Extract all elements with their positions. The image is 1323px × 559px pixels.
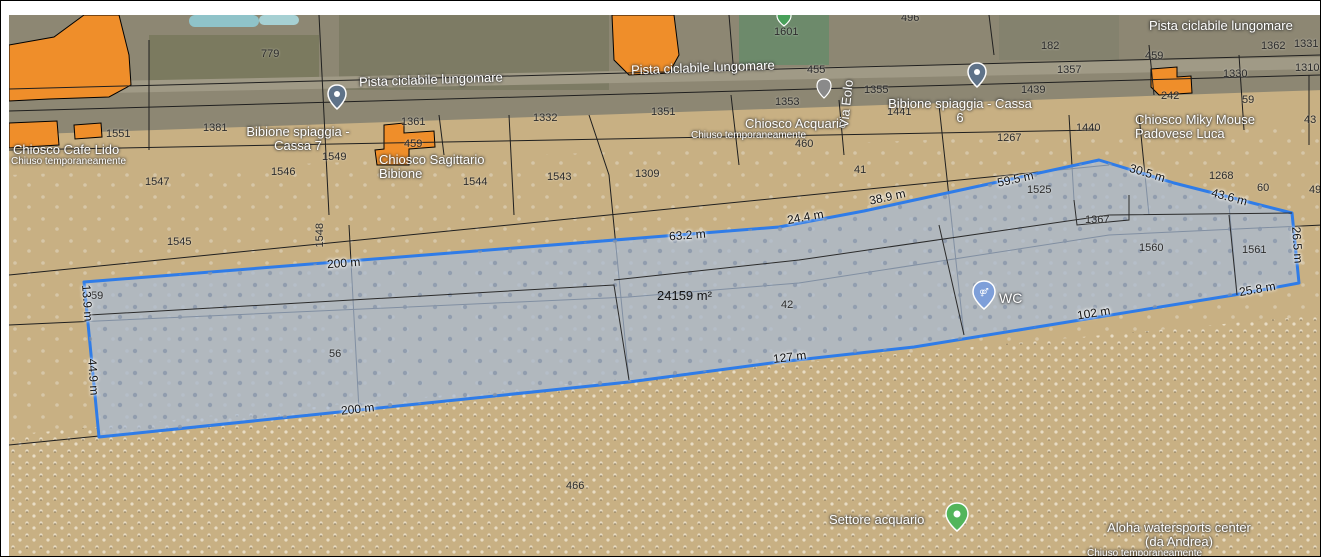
- parcel-number: 1551: [106, 128, 131, 140]
- parcel-number: 41: [854, 164, 867, 176]
- parcel-number: 56: [329, 348, 342, 360]
- poi-status-cafe-lido: Chiuso temporaneamente: [11, 156, 127, 167]
- segment-length-label: 44.9 m: [85, 358, 102, 396]
- parcel-number: 1441: [887, 106, 912, 118]
- parcel-number: 1561: [1242, 244, 1267, 256]
- parcel-number: 182: [1041, 40, 1060, 52]
- wc-pin-icon[interactable]: ⚤: [972, 280, 996, 310]
- parcel-number: 1545: [167, 236, 192, 248]
- poi-status-aloha: Chiuso temporaneamente: [1087, 548, 1203, 557]
- parcel-number: 459: [1145, 50, 1164, 62]
- satellite-map[interactable]: ⚤ 496 1601 779 182 1362 1331 1310 1357 4…: [9, 15, 1321, 557]
- parcel-number: 1362: [1261, 40, 1286, 52]
- polygon-umbrellas: [84, 160, 1299, 437]
- parcel-number: 43: [1304, 114, 1317, 126]
- parcel-number: 779: [261, 48, 280, 60]
- parcel-number: 60: [1257, 182, 1270, 194]
- parcel-number: 455: [807, 64, 826, 76]
- beach-umbrellas: [9, 315, 1320, 556]
- map-pin-icon[interactable]: [967, 62, 987, 89]
- parcel-number: 1525: [1027, 184, 1052, 196]
- parcel-number: 1357: [1057, 64, 1082, 76]
- parcel-number: 459: [404, 138, 423, 150]
- polygon-parcel-lines: [88, 195, 1293, 381]
- building: [1150, 66, 1193, 96]
- building: [9, 15, 132, 102]
- poi-label-acquario[interactable]: Chiosco Acquario: [745, 116, 847, 131]
- poi-status-acquario: Chiuso temporaneamente: [691, 130, 807, 141]
- map-pin-icon[interactable]: [327, 84, 347, 111]
- parcel-number: 42: [781, 299, 794, 311]
- poi-label-wc[interactable]: WC: [999, 290, 1023, 306]
- map-pin-icon[interactable]: [776, 15, 792, 27]
- map-pin-icon[interactable]: [945, 502, 969, 532]
- parcel-number: 59: [1242, 94, 1255, 106]
- segment-length-label: 200 m: [326, 254, 361, 272]
- parcel-number: 1544: [463, 176, 488, 188]
- pool: [259, 15, 299, 25]
- parcel-number: 1331: [1294, 38, 1319, 50]
- parcel-number: 1548: [314, 223, 326, 248]
- segment-length-label: 13.9 m: [79, 284, 96, 322]
- building: [374, 122, 436, 166]
- pool: [189, 15, 259, 27]
- measured-area-label: 24159 m²: [657, 288, 712, 303]
- parcel-number: 1353: [775, 96, 800, 108]
- building: [9, 120, 60, 149]
- poi-label-aloha[interactable]: Aloha watersports center (da Andrea): [1107, 520, 1251, 549]
- poi-label-bibione-spiaggia[interactable]: Bibione spiaggia - Cassa 7: [246, 124, 350, 153]
- parcel-number: 1439: [1021, 84, 1046, 96]
- svg-text:⚤: ⚤: [979, 287, 989, 297]
- parcel-number: 1330: [1223, 68, 1248, 80]
- poi-label-cafe-lido[interactable]: Chiosco Cafe Lido: [13, 142, 120, 157]
- parcel-number: 1355: [864, 84, 889, 96]
- parcel-number: 1560: [1139, 242, 1164, 254]
- parcel-number: 1351: [651, 106, 676, 118]
- segment-length-label: 63.2 m: [668, 226, 707, 244]
- parcel-number: 59: [91, 290, 104, 302]
- building: [73, 122, 103, 140]
- segment-length-label: 26.5 m: [1289, 226, 1306, 264]
- parcel-number: 1268: [1209, 170, 1234, 182]
- poi-label-bibione-cassa6[interactable]: Bibione spiaggia - Cassa 6: [888, 96, 1032, 125]
- segment-length-label: 200 m: [340, 400, 375, 418]
- building: [611, 15, 680, 76]
- parcel-number: 466: [566, 480, 585, 492]
- green-area: [999, 15, 1119, 60]
- parcel-number: 1547: [145, 176, 170, 188]
- parcel-number: 49: [1309, 184, 1321, 196]
- parcel-number: 1543: [547, 171, 572, 183]
- parcel-number: 1267: [997, 132, 1022, 144]
- parcel-number: 1601: [774, 26, 799, 38]
- parcel-number: 1549: [322, 151, 347, 163]
- green-area: [149, 35, 319, 85]
- parcel-number: 1309: [635, 168, 660, 180]
- poi-label-sagittario[interactable]: Chiosco Sagittario Bibione: [379, 152, 485, 181]
- parcel-number: 1546: [271, 166, 296, 178]
- map-canvas[interactable]: ⚤: [9, 15, 1321, 557]
- parcel-number: 1361: [401, 116, 426, 128]
- poi-label-bike-path[interactable]: Pista ciclabile lungomare: [1149, 18, 1293, 33]
- parcel-number: 1440: [1076, 122, 1101, 134]
- parcel-number: 1367: [1085, 214, 1110, 226]
- map-pin-icon[interactable]: [816, 78, 832, 99]
- poi-label-miky-mouse[interactable]: Chiosco Miky Mouse Padovese Luca: [1135, 112, 1255, 141]
- parcel-number: 496: [901, 15, 920, 24]
- parcel-number: 242: [1161, 90, 1180, 102]
- poi-label-settore-acquario[interactable]: Settore acquario: [829, 512, 925, 527]
- parcel-number: 1381: [203, 122, 228, 134]
- parcel-number: 460: [795, 138, 814, 150]
- parcel-number: 1332: [533, 112, 558, 124]
- parcel-number: 1310: [1295, 62, 1320, 74]
